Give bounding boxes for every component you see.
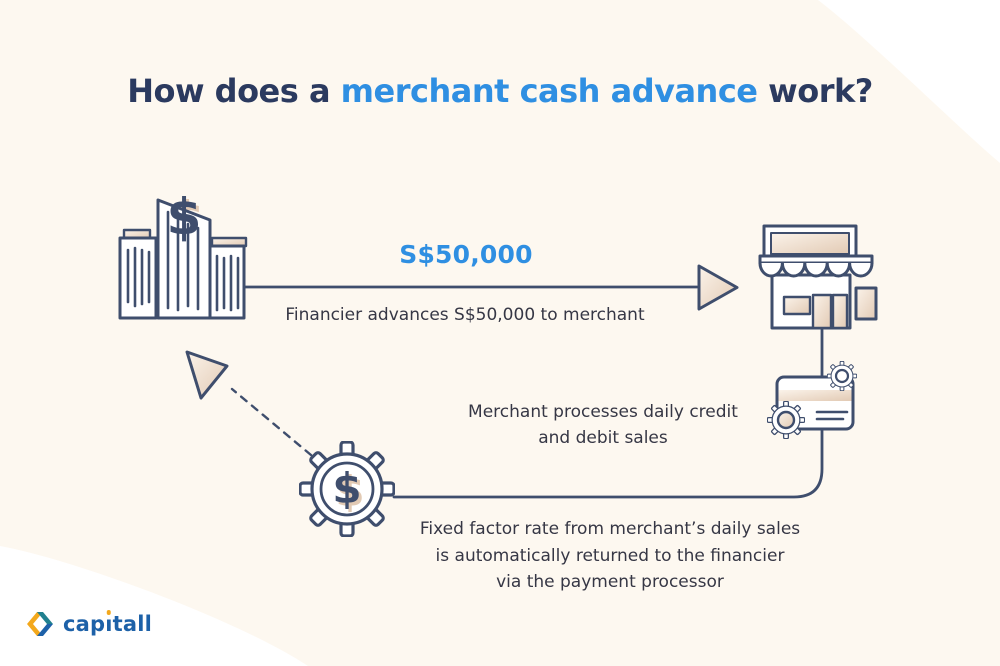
- title-highlight: merchant cash advance: [340, 72, 758, 110]
- logo-text-part2: tall: [112, 612, 153, 636]
- repay-caption-line2: is automatically returned to the financi…: [435, 545, 785, 566]
- repay-caption: Fixed factor rate from merchant’s daily …: [372, 516, 848, 596]
- title-prefix: How does a: [127, 72, 341, 110]
- arrowhead-upleft-icon: [185, 350, 229, 400]
- capitall-logo-icon: [27, 612, 53, 636]
- process-caption: Merchant processes daily credit and debi…: [438, 399, 768, 451]
- dollar-gear-icon: $ $: [299, 441, 395, 537]
- process-caption-line1: Merchant processes daily credit: [468, 402, 738, 422]
- advance-caption: Financier advances S$50,000 to merchant: [285, 305, 645, 325]
- merchant-storefront-icon: [758, 224, 878, 330]
- gear-dollar-sign: $: [332, 464, 361, 513]
- building-dollar-sign: $: [167, 188, 202, 246]
- repay-caption-line1: Fixed factor rate from merchant’s daily …: [419, 519, 801, 539]
- page-title: How does a merchant cash advance work?: [0, 72, 1000, 110]
- title-suffix: work?: [757, 72, 873, 110]
- repay-caption-line3: via the payment processor: [496, 572, 724, 592]
- amount-label: S$50,000: [399, 240, 533, 269]
- arrowhead-right-icon: [697, 264, 739, 311]
- processing-line: [392, 328, 824, 499]
- logo-text-i: ı: [105, 608, 112, 640]
- credit-card-gears-icon: [767, 361, 857, 439]
- gear-dollar-shadow: $: [335, 467, 364, 516]
- process-caption-line2: and debit sales: [538, 428, 668, 448]
- logo-text-part1: cap: [63, 612, 106, 636]
- repayment-dashed-line: [230, 387, 313, 457]
- financier-building-icon: $ $: [118, 188, 248, 320]
